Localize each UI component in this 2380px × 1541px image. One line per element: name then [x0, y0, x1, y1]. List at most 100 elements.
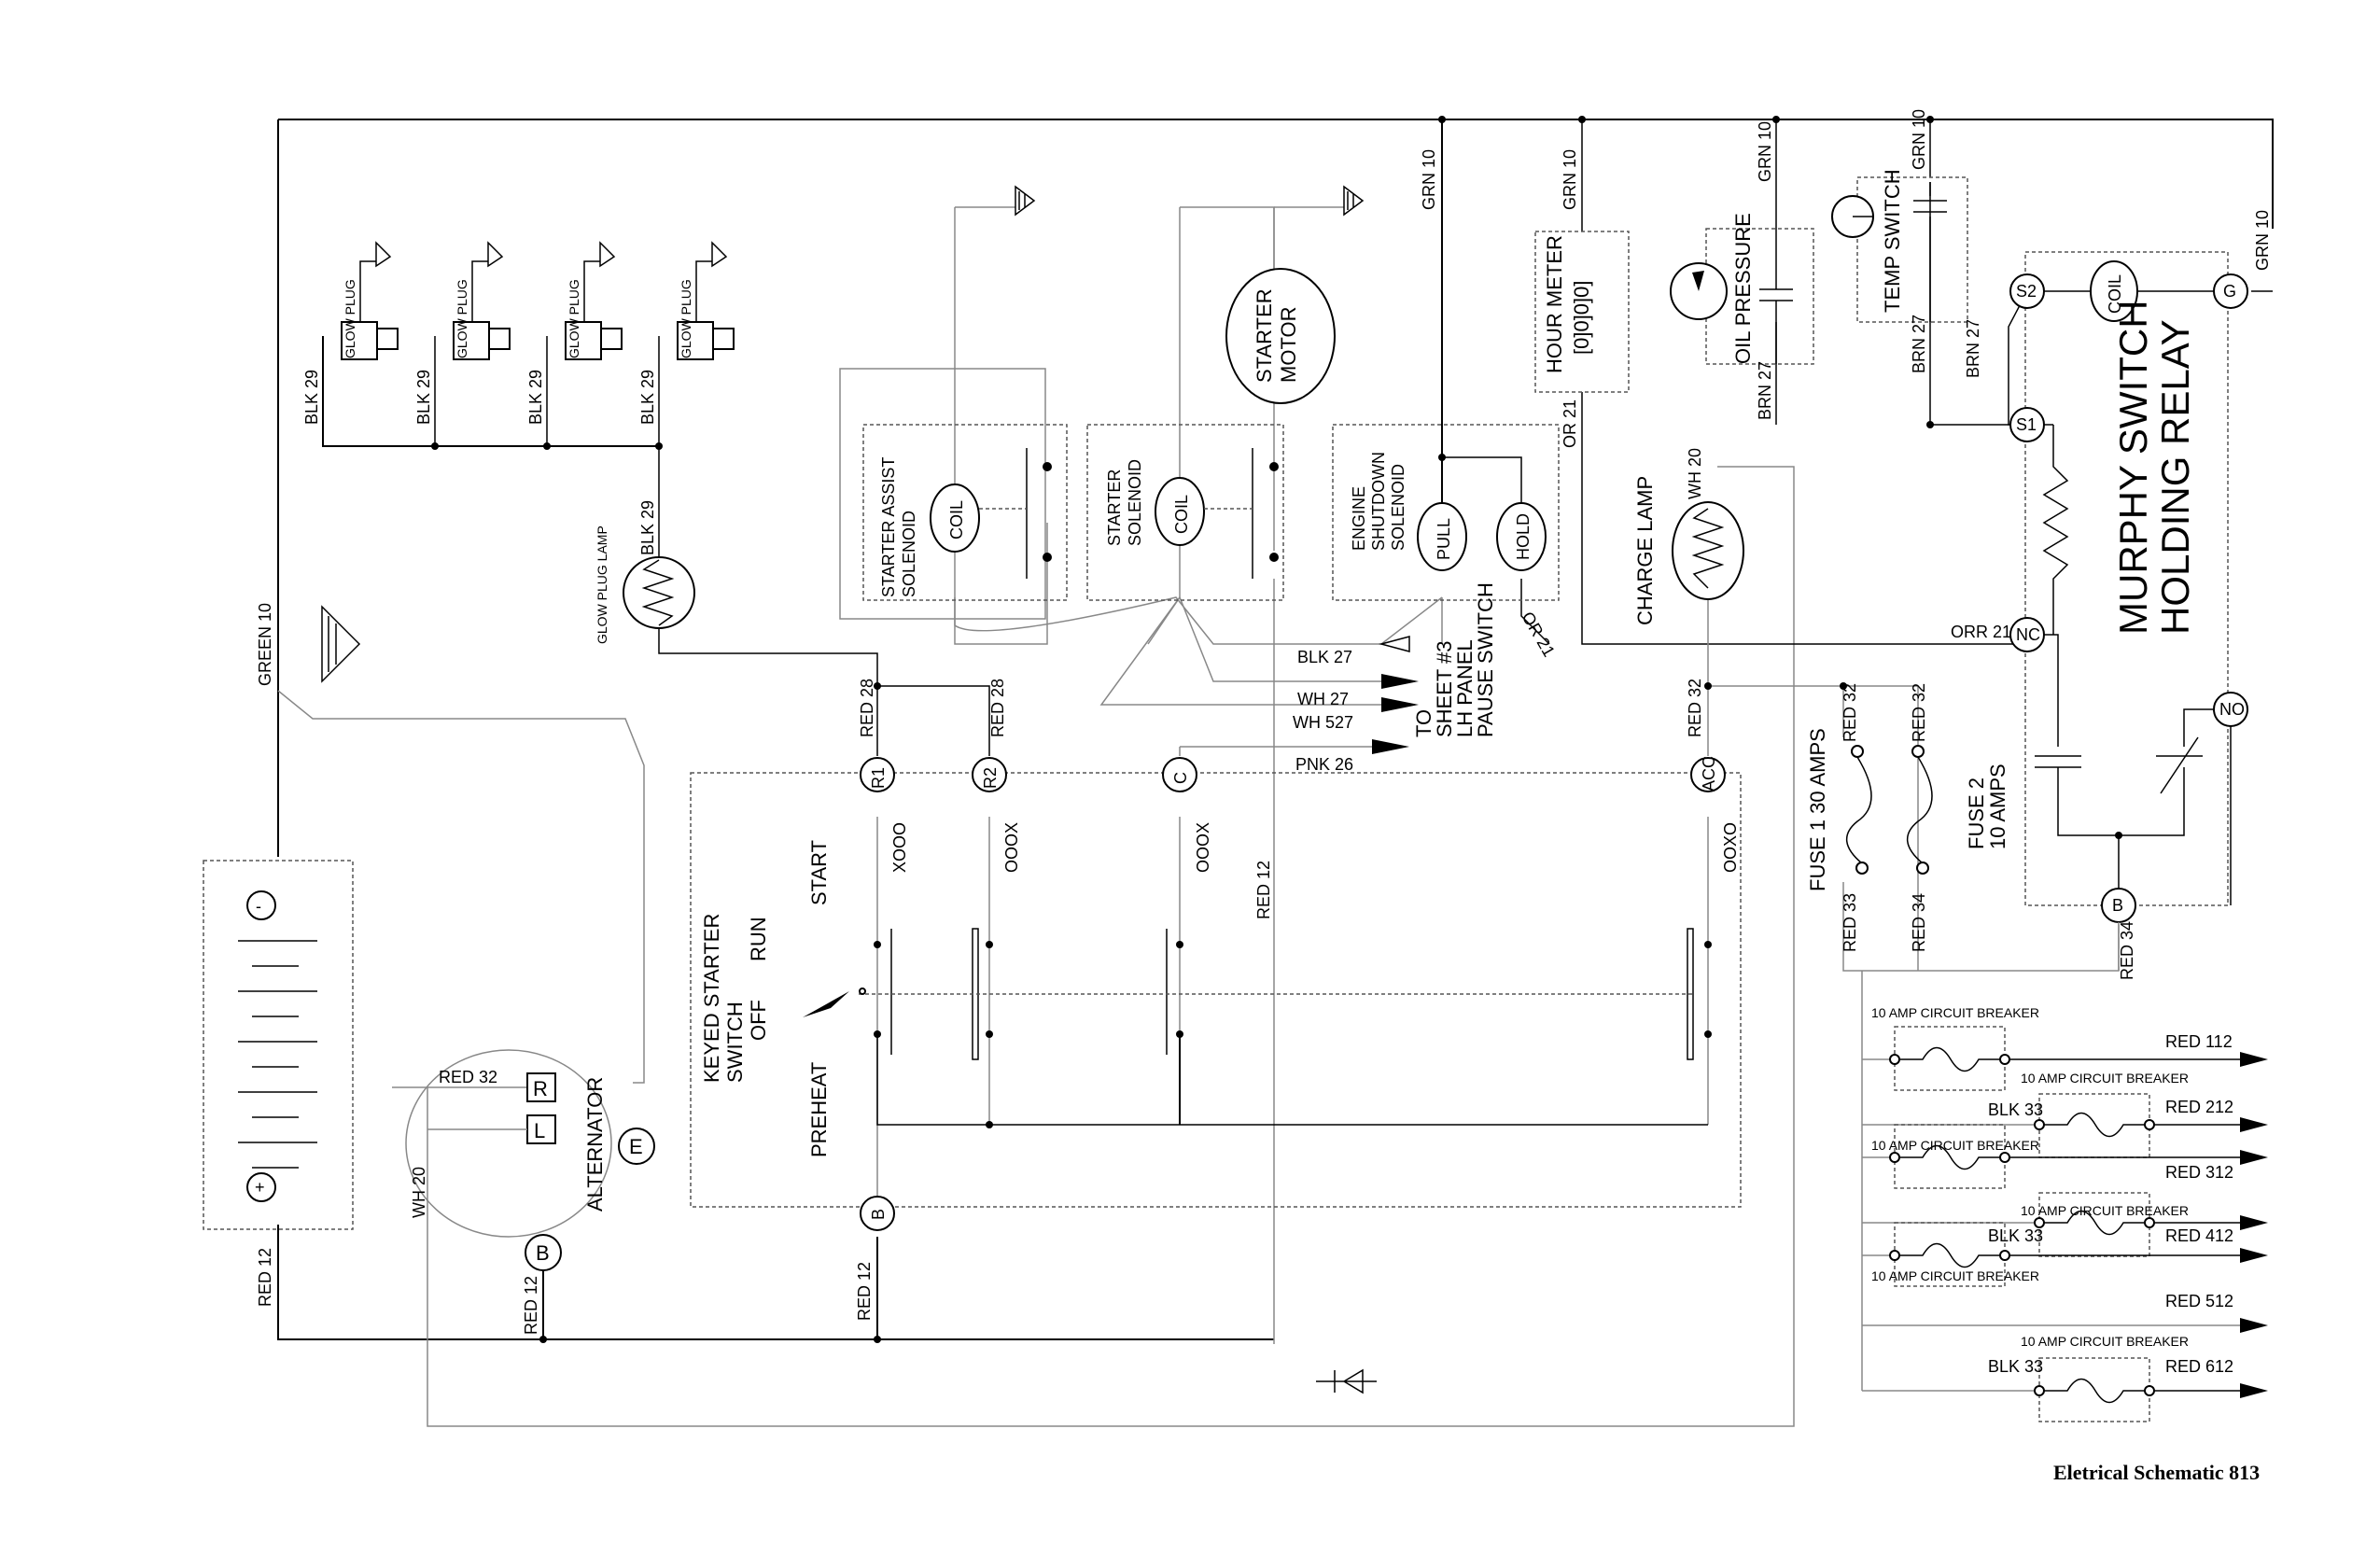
starter-motor-label-2: MOTOR	[1277, 307, 1300, 383]
breaker-label-4: 10 AMP CIRCUIT BREAKER	[2021, 1203, 2189, 1218]
terminal-nc: NC	[2016, 625, 2040, 644]
wire-label-red12-battery: RED 12	[256, 1248, 274, 1307]
breaker-label-3: 10 AMP CIRCUIT BREAKER	[1871, 1138, 2039, 1153]
wire-label-grn10-5: GRN 10	[2253, 210, 2272, 271]
terminal-no: NO	[2219, 700, 2245, 719]
keyed-starter-switch-label-2: SWITCH	[723, 1002, 747, 1083]
glow-plugs: GLOW PLUG GLOW PLUG GLOW PLUG GLOW PLUG …	[302, 241, 735, 555]
keyed-starter-switch-label-1: KEYED STARTER	[700, 914, 723, 1083]
diode-symbol	[1316, 1368, 1377, 1394]
wire-label-blk27: BLK 27	[1297, 648, 1352, 666]
glow-plug-label-1: GLOW PLUG	[343, 279, 357, 358]
circuit-breaker-1: 10 AMP CIRCUIT BREAKER RED 112	[1871, 1005, 2268, 1091]
hold-coil-label: HOLD	[1514, 513, 1533, 560]
alternator-terminal-l: L	[534, 1119, 545, 1142]
wire-label-orr21: ORR 21	[1951, 623, 2011, 641]
switch-pattern-acc: OOXO	[1721, 822, 1740, 873]
glow-plug-lamp-label: GLOW PLUG LAMP	[595, 525, 609, 644]
switch-pattern-r2: OOOX	[1002, 822, 1021, 873]
starter-assist-coil-label: COIL	[947, 500, 966, 539]
holding-relay-label: HOLDING RELAY	[2153, 319, 2197, 635]
to-sheet-3: BLK 27 WH 27 WH 527 PNK 26 TO SHEET #3 L…	[1293, 582, 1559, 774]
wire-label-blk33-3: BLK 33	[1988, 1357, 2043, 1376]
engine-shutdown-label-1: ENGINE	[1350, 486, 1368, 551]
wire-label-wh20-alt: WH 20	[410, 1167, 428, 1218]
alternator-label: ALTERNATOR	[583, 1077, 607, 1212]
wire-label-blk29-1: BLK 29	[302, 370, 321, 425]
to-sheet-label-4: PAUSE SWITCH	[1474, 582, 1497, 737]
temp-switch: TEMP SWITCH GRN 10 BRN 27	[1831, 109, 1968, 428]
glow-plug-2: GLOW PLUG	[453, 241, 511, 360]
wire-label-red28-2: RED 28	[988, 679, 1007, 737]
murphy-switch-holding-relay: S2 COIL G S1 NC NO B MURPHY SWITCH HOLDI…	[1951, 210, 2273, 980]
terminal-s2: S2	[2016, 282, 2037, 301]
alternator-terminal-b: B	[536, 1241, 550, 1265]
wire-label-grn10-1: GRN 10	[1420, 149, 1438, 210]
terminal-g: G	[2223, 282, 2236, 301]
starter-solenoid: COIL STARTER SOLENOID	[1086, 424, 1284, 601]
wire-label-wh20-lamp: WH 20	[1686, 448, 1704, 499]
wire-label-blk29-2: BLK 29	[414, 370, 433, 425]
terminal-r2: R2	[981, 767, 1000, 789]
wire-label-red32-3: RED 32	[1910, 683, 1928, 742]
fuse2-label-2: 10 AMPS	[1986, 763, 2009, 849]
to-sheet-label-1: TO	[1412, 709, 1435, 737]
to-sheet-label-2: SHEET #3	[1433, 640, 1456, 737]
circuit-breaker-6: 10 AMP CIRCUIT BREAKER BLK 33 RED 612	[1988, 1334, 2268, 1422]
terminal-c: C	[1171, 772, 1190, 784]
wire-label-brn27-2: BRN 27	[1910, 315, 1928, 373]
murphy-coil-label: COIL	[2106, 274, 2124, 314]
output-6: RED 612	[2165, 1357, 2233, 1376]
switch-preheat-label: PREHEAT	[807, 1062, 831, 1157]
charge-lamp-label: CHARGE LAMP	[1633, 476, 1657, 625]
breaker-label-1: 10 AMP CIRCUIT BREAKER	[1871, 1005, 2039, 1020]
fuse1-label: FUSE 1 30 AMPS	[1806, 728, 1829, 891]
wire-label-blk29-4: BLK 29	[638, 370, 657, 425]
starter-motor-label-1: STARTER	[1253, 288, 1276, 383]
terminal-r1: R1	[869, 767, 888, 789]
engine-shutdown-label-2: SHUTDOWN	[1369, 452, 1388, 551]
hour-meter-digits: [0]0]0]0]	[1570, 280, 1593, 355]
alternator-terminal-r: R	[533, 1077, 548, 1100]
glow-plug-label-3: GLOW PLUG	[567, 279, 581, 358]
circuit-breaker-5: 10 AMP CIRCUIT BREAKER RED 512	[1871, 1222, 2268, 1310]
wire-label-wh527: WH 527	[1293, 713, 1353, 732]
terminal-switch-b: B	[869, 1209, 888, 1220]
switch-pattern-c: OOOX	[1194, 822, 1212, 873]
oil-pressure-switch: OIL PRESSURE GRN 10 BRN 27	[1670, 116, 1814, 420]
glow-plug-4: GLOW PLUG	[677, 241, 735, 360]
starter-assist-solenoid: COIL STARTER ASSIST SOLENOID	[839, 368, 1068, 620]
wire-label-red32-alt: RED 32	[439, 1068, 497, 1086]
output-5: RED 512	[2165, 1292, 2233, 1310]
wire-label-red12-bottom: RED 12	[855, 1262, 874, 1321]
wire-label-red33: RED 33	[1841, 893, 1859, 952]
wire-label-red12-switch: RED 12	[1254, 861, 1273, 919]
alternator-terminal-e: E	[629, 1135, 643, 1158]
breaker-label-2: 10 AMP CIRCUIT BREAKER	[2021, 1071, 2189, 1086]
glow-plug-1: GLOW PLUG	[341, 241, 399, 360]
switch-off-label: OFF	[747, 1000, 770, 1041]
oil-pressure-label: OIL PRESSURE	[1731, 213, 1755, 364]
output-2: RED 212	[2165, 1098, 2233, 1116]
wire-label-wh27: WH 27	[1297, 690, 1349, 708]
wire-label-or21-meter: OR 21	[1561, 399, 1579, 448]
wire-label-pnk26: PNK 26	[1295, 755, 1353, 774]
starter-solenoid-label-2: SOLENOID	[1126, 459, 1144, 546]
glow-plug-label-2: GLOW PLUG	[455, 279, 469, 358]
alternator: R L E B ALTERNATOR RED 32 WH 20 RED 12	[405, 1049, 655, 1343]
battery-plus-terminal: +	[255, 1178, 265, 1197]
wire-label-blk29-5: BLK 29	[638, 500, 657, 555]
wire-label-red32-2: RED 32	[1841, 683, 1859, 742]
terminal-murphy-b: B	[2112, 896, 2123, 915]
glow-plug-label-4: GLOW PLUG	[679, 279, 693, 358]
to-sheet-label-3: LH PANEL	[1453, 639, 1477, 737]
wire-label-blk29-3: BLK 29	[526, 370, 545, 425]
wire-label-red32-1: RED 32	[1686, 679, 1704, 737]
wire-label-red12-alt: RED 12	[522, 1276, 540, 1335]
glow-plug-3: GLOW PLUG	[565, 241, 623, 360]
wire-label-blk33-1: BLK 33	[1988, 1100, 2043, 1119]
wire-label-grn10-3: GRN 10	[1756, 121, 1774, 182]
output-4: RED 412	[2165, 1226, 2233, 1245]
wire-label-red34-murphy: RED 34	[2118, 921, 2136, 980]
battery: - + GREEN 10 RED 12	[203, 603, 354, 1307]
